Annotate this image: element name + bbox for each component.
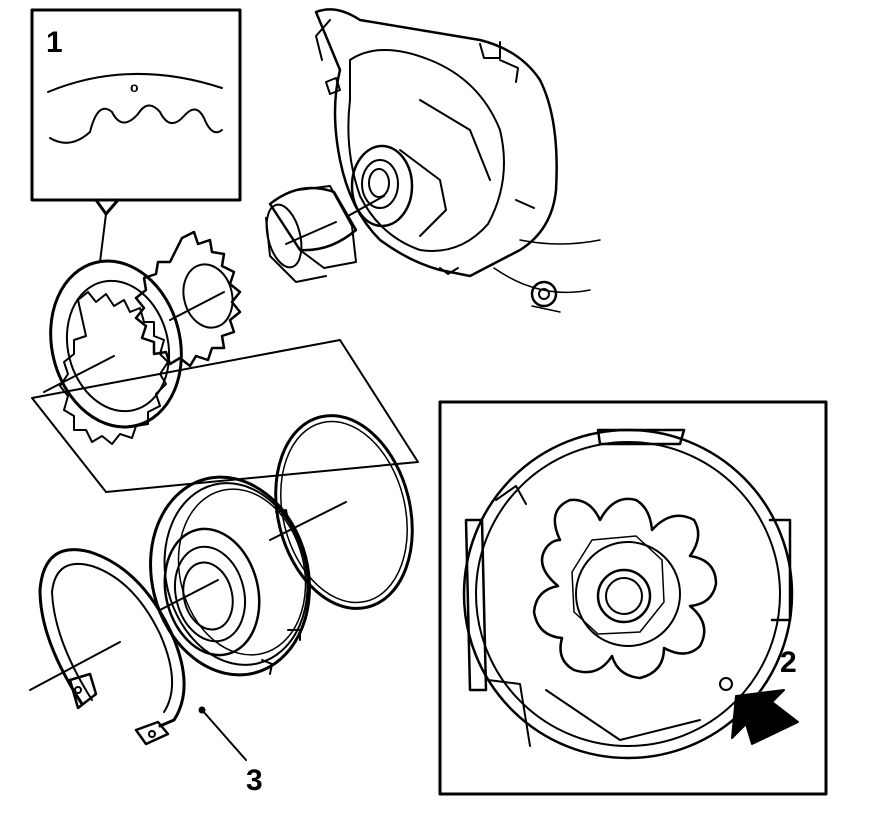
snap-ring: [38, 548, 186, 746]
detail-inset-1-frame: [30, 8, 242, 202]
sprag-bushing-leader: [285, 221, 337, 245]
o-ring-seal-inner: [280, 420, 408, 604]
component-group-bracket: [31, 339, 419, 493]
detail-inset-2: [438, 400, 828, 796]
detail-inset-1: o: [30, 8, 242, 263]
outer-sprag-race: [49, 259, 183, 445]
snap-ring-lug-left: [68, 672, 98, 710]
callout-3: 3: [246, 764, 263, 797]
detail-inset-1-leader: [99, 213, 107, 263]
detail-inset-2-arrow: [731, 689, 799, 745]
transmission-housing: [314, 8, 601, 313]
callout-3-leader: [201, 709, 247, 761]
sprag-gear: [134, 230, 242, 368]
housing-hub-leader: [347, 195, 385, 217]
callout-2: 2: [780, 646, 797, 679]
detail-inset-1-pointer: [94, 198, 120, 216]
detail-inset-2-locating-hole: [719, 677, 733, 691]
o-ring-seal-leader: [269, 501, 347, 541]
reaction-carrier-leader: [159, 579, 219, 611]
detail-inset-1-arc: [47, 73, 223, 93]
sprag-gear-leader: [169, 291, 225, 321]
o-ring-seal: [274, 414, 414, 610]
callout-1: 1: [46, 26, 63, 59]
reaction-carrier: [149, 475, 311, 677]
detail-inset-1-marker: o: [130, 79, 139, 95]
sprag-bushing: [265, 185, 358, 283]
outer-sprag-race-leader: [43, 355, 115, 393]
snap-ring-lug-right: [134, 720, 170, 746]
detail-inset-2-frame: [438, 400, 828, 796]
detail-inset-1-tooth-profile: [49, 104, 223, 144]
snap-ring-leader: [29, 641, 121, 691]
